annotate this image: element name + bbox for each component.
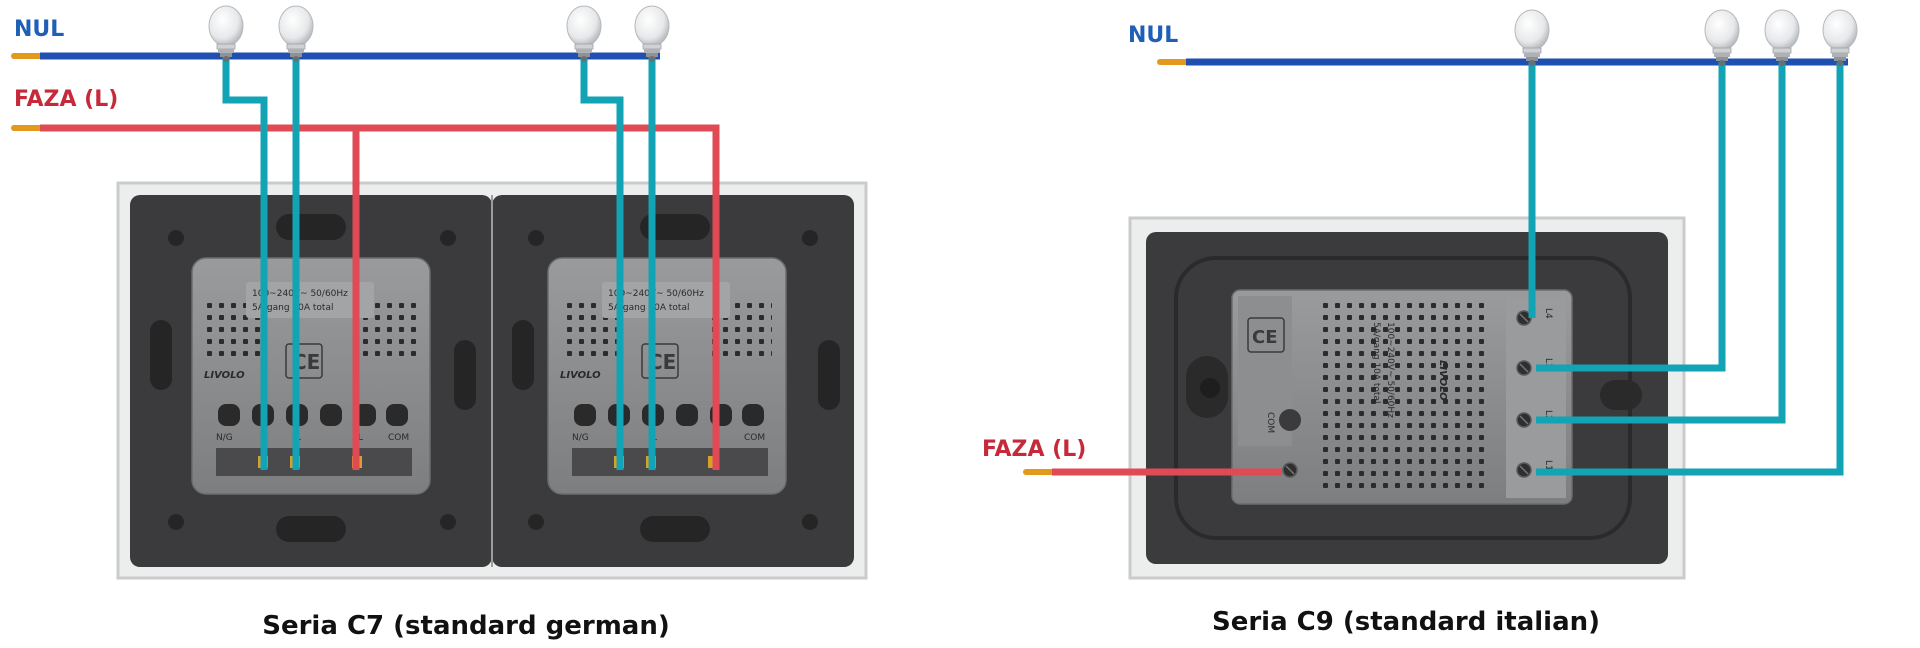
ce-mark-icon (285, 343, 323, 379)
screw-terminal-icon (1516, 360, 1532, 376)
term-l2: L2 (1543, 410, 1553, 421)
right-caption: Seria C9 (standard italian) (1212, 607, 1600, 637)
c7-switch-module-1: 100~240V~ 50/60Hz 5A/gang 10A total LIVO… (191, 257, 431, 495)
light-bulb-icon (1764, 9, 1800, 67)
ce-mark-icon (641, 343, 679, 379)
left-faza-label: FAZA (L) (14, 87, 118, 112)
left-diagram: 100~240V~ 50/60Hz 5A/gang 10A total LIVO… (11, 5, 868, 641)
term-ng: N/G (216, 433, 233, 443)
right-faza-label: FAZA (L) (982, 437, 1086, 462)
term-com: COM (388, 433, 409, 443)
term-l3: L3 (1543, 358, 1553, 369)
screw-terminal-icon (1516, 462, 1532, 478)
term-com: COM (1265, 412, 1275, 433)
right-load-wires (1528, 62, 1844, 476)
right-diagram: CE 100~240V~ 50/60Hz 5A/gang 10A total L… (982, 9, 1858, 637)
module-spec-line2: 5A/gang 10A total (1371, 322, 1381, 403)
term-l1: L1 (1543, 460, 1553, 471)
right-nul-label: NUL (1128, 23, 1178, 48)
c7-switch-module-2: 100~240V~ 50/60Hz 5A/gang 10A total LIVO… (547, 257, 787, 495)
light-bulb-icon (1822, 9, 1858, 67)
left-caption: Seria C7 (standard german) (262, 611, 670, 641)
light-bulb-icon (1514, 9, 1550, 67)
brand-logo: LIVOLO (560, 370, 601, 381)
svg-text:CE: CE (1252, 327, 1278, 348)
module-spec-line1: 100~240V~ 50/60Hz (608, 289, 704, 299)
brand-logo: LIVOLO (204, 370, 245, 381)
module-spec-line1: 100~240V~ 50/60Hz (1385, 322, 1395, 418)
c9-switch-module: CE 100~240V~ 50/60Hz 5A/gang 10A total L… (1231, 289, 1573, 505)
module-spec-line1: 100~240V~ 50/60Hz (252, 289, 348, 299)
light-bulb-icon (1704, 9, 1740, 67)
term-com: COM (744, 433, 765, 443)
ce-mark-icon (1247, 317, 1285, 353)
left-nul-label: NUL (14, 17, 64, 42)
term-l: L (358, 433, 363, 443)
brand-logo: LIVOLO (1437, 360, 1448, 401)
term-l4: L4 (1543, 308, 1553, 319)
left-load-wires (222, 56, 656, 470)
screw-terminal-icon (1516, 412, 1532, 428)
screw-terminal-icon (1282, 462, 1298, 478)
term-ng: N/G (572, 433, 589, 443)
